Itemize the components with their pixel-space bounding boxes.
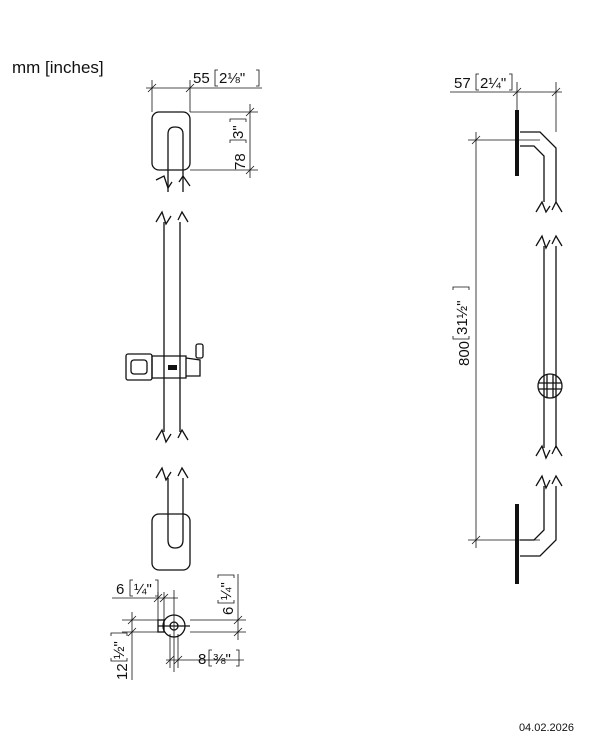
dim-top-width-mm: 55: [193, 70, 210, 87]
section-detail: [157, 590, 190, 672]
dim-top-height: 78 3": [190, 104, 258, 178]
side-bottom-bracket: [515, 474, 563, 584]
dim-detail-d-in: ⅜": [213, 651, 231, 668]
side-top-bracket: [515, 110, 563, 214]
slider-holder: [125, 343, 204, 381]
dim-detail-b-mm: 6: [220, 607, 237, 615]
dim-length-mm: 800: [456, 341, 473, 366]
front-top-bracket: [151, 111, 191, 192]
dim-detail-a-mm: 6: [116, 581, 124, 598]
dim-top-width-in: 2⅛": [219, 70, 245, 87]
front-bottom-bracket: [151, 466, 191, 571]
dim-detail-a-in: ¼": [134, 581, 152, 598]
dim-detail-c: 12 ½": [110, 612, 160, 680]
dim-detail-c-in: ½": [111, 641, 128, 659]
dim-detail-b-in: ¼": [218, 582, 235, 600]
dim-detail-d-mm: 8: [198, 651, 206, 668]
dim-top-height-in: 3": [230, 125, 247, 139]
dim-side-depth-mm: 57: [454, 75, 471, 92]
dim-side-depth-in: 2¼": [480, 75, 506, 92]
drawing-date: 04.02.2026: [518, 722, 574, 734]
dim-side-depth: 57 2¼": [450, 73, 562, 132]
dim-detail-a: 6 ¼": [112, 579, 178, 620]
dim-length-in: 31½": [454, 300, 471, 335]
dim-detail-b: 6 ¼": [190, 574, 246, 640]
dim-top-width: 55 2⅛": [146, 69, 262, 112]
dim-detail-c-mm: 12: [114, 663, 131, 680]
dim-length: 800 31½": [452, 132, 540, 548]
dim-top-height-mm: 78: [232, 153, 249, 170]
units-label: mm [inches]: [12, 58, 104, 77]
front-rail: [155, 210, 189, 444]
dim-detail-d: 8 ⅜": [165, 634, 244, 668]
side-rail: [535, 234, 563, 460]
